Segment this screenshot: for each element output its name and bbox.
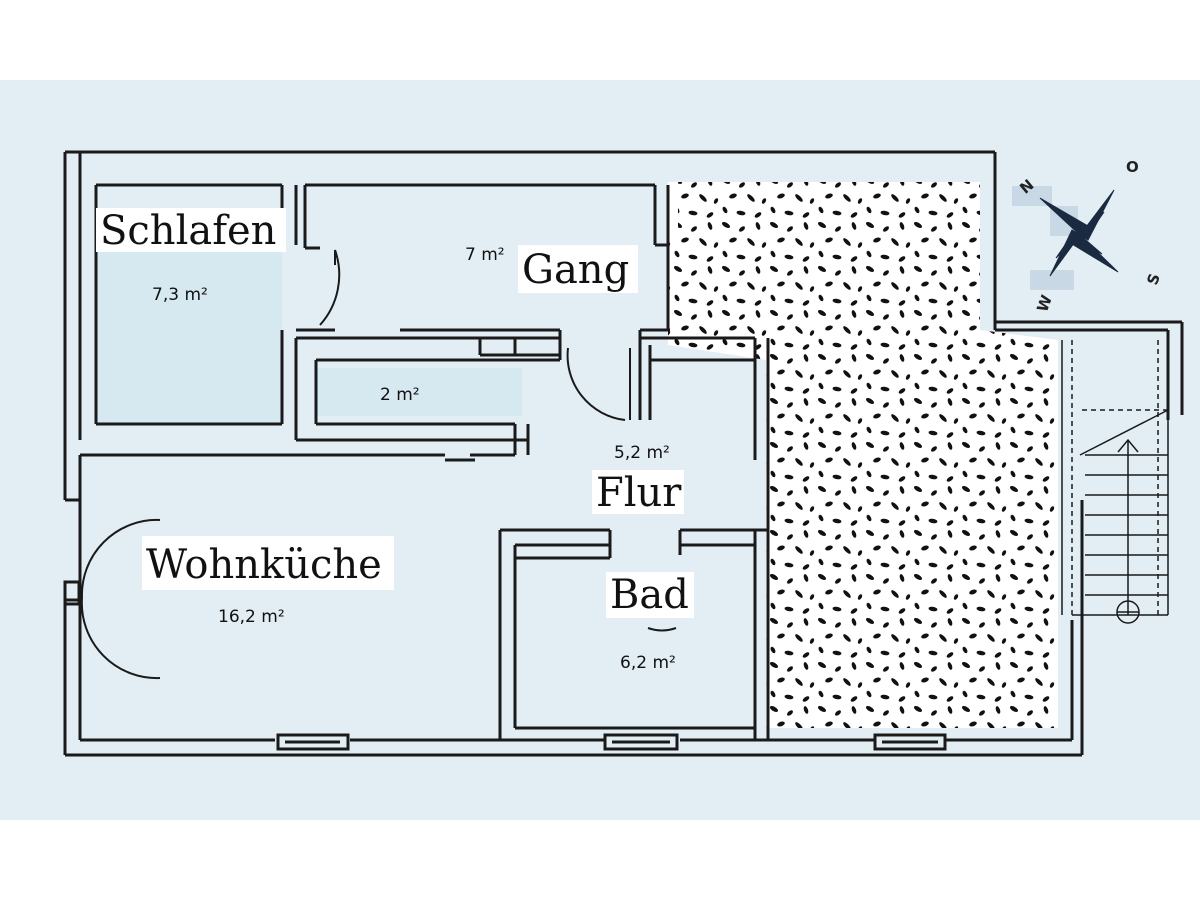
walls [63, 150, 1184, 757]
room-name-flur: Flur [596, 470, 682, 516]
room-area-abstell: 2 m² [380, 385, 420, 405]
gravel-terrace [668, 182, 1058, 728]
staircase [1061, 340, 1169, 624]
room-name-gang: Gang [522, 247, 629, 293]
abstell-fill [316, 368, 522, 416]
compass-rose: N O S W [1012, 158, 1164, 314]
room-area-gang: 7 m² [465, 245, 505, 265]
room-area-bad: 6,2 m² [620, 653, 676, 673]
room-name-wohnkueche: Wohnküche [146, 542, 382, 588]
room-area-flur: 5,2 m² [614, 443, 670, 463]
compass-west: W [1033, 292, 1056, 314]
room-name-schlafen: Schlafen [100, 208, 276, 254]
terrace-edge [668, 182, 678, 242]
room-name-bad: Bad [610, 572, 689, 618]
compass-south: S [1143, 271, 1164, 287]
schlafen-fill [96, 248, 282, 424]
door-swings [80, 249, 677, 680]
compass-east: O [1126, 158, 1139, 176]
room-area-schlafen: 7,3 m² [152, 285, 208, 305]
room-area-wohnkueche: 16,2 m² [218, 607, 285, 627]
